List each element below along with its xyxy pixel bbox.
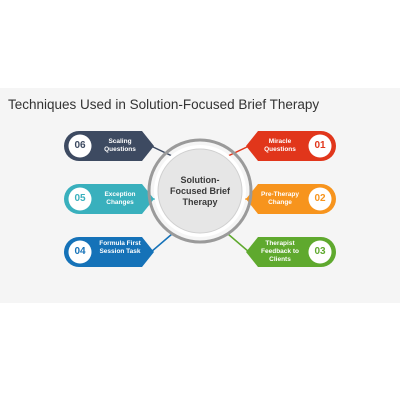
number-badge-02 [308,187,332,211]
connector-06 [150,145,173,157]
number-badge-05 [68,187,92,211]
hub-outer-ring [147,138,253,244]
item-label-04: Formula First Session Task [99,240,141,255]
item-label-03: Therapist Feedback to Clients [261,240,299,263]
hub-circle [157,148,243,234]
item-label-02: Pre-Therapy Change [261,191,299,206]
item-number-04: 04 [74,246,86,257]
center-text: Solution- Focused Brief Therapy [160,175,240,208]
item-number-06: 06 [74,140,86,151]
diagram-title: Techniques Used in Solution-Focused Brie… [8,97,320,112]
center-hub [147,138,253,244]
connector-03 [227,233,250,253]
number-badge-03 [308,240,332,264]
connectors [150,145,250,253]
item-number-05: 05 [74,193,86,204]
number-badge-06 [68,134,92,158]
number-badge-04 [68,240,92,264]
item-number-01: 01 [314,140,326,151]
number-badge-01 [308,134,332,158]
item-label-01: Miracle Questions [264,138,296,153]
center-text-content: Solution- Focused Brief Therapy [169,175,230,207]
connector-01 [227,145,250,157]
item-number-03: 03 [314,246,326,257]
item-number-02: 02 [314,193,326,204]
slide: Techniques Used in Solution-Focused Brie… [0,88,400,303]
item-label-05: Exception Changes [104,191,136,206]
item-label-06: Scaling Questions [104,138,136,153]
diagram-graphics [64,131,336,267]
connector-04 [150,233,173,253]
tags [64,131,336,267]
